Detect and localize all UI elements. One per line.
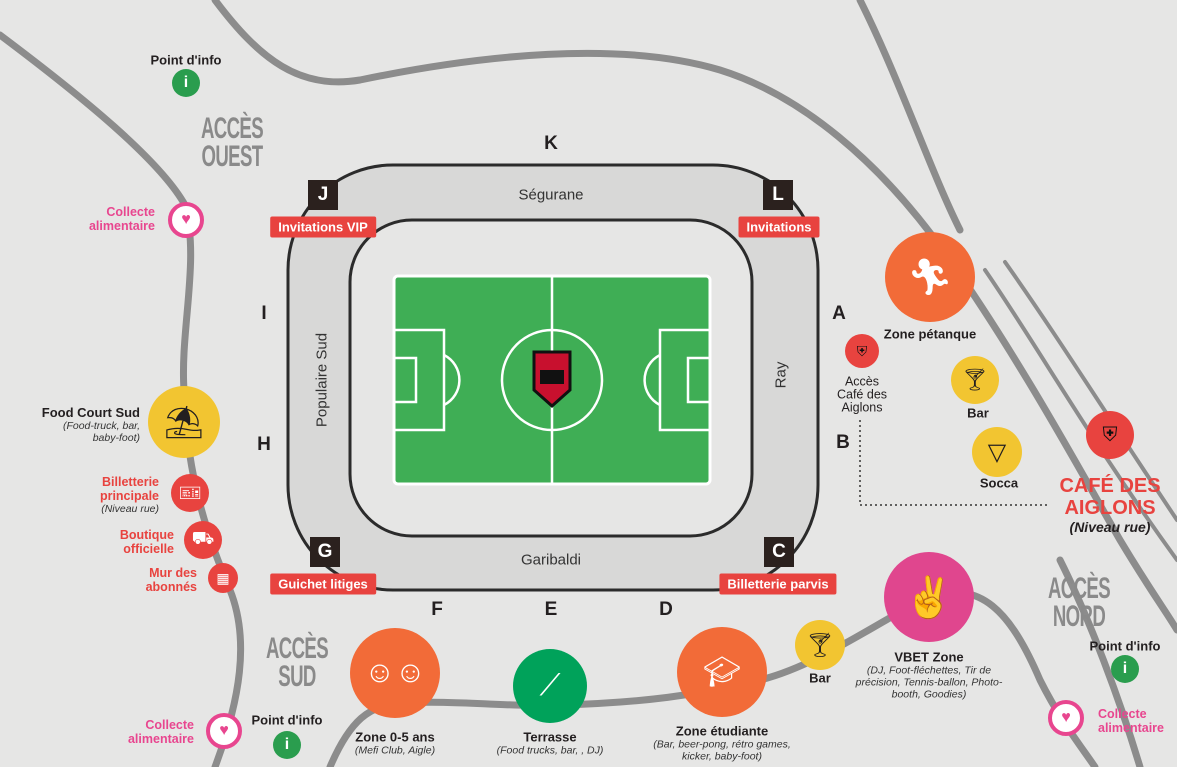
info-icon[interactable]: i [172,69,200,97]
gate-f: F [431,599,443,620]
label-invitations-vip: Invitations VIP [270,216,376,238]
terrasse-label: Terrasse(Food trucks, bar, , DJ) [496,729,604,757]
heart-hands-icon[interactable]: ♥ [168,202,204,238]
heart-hands-icon[interactable]: ♥ [1048,700,1084,736]
stand-ray: Ray [772,361,790,389]
gate-k: K [544,133,558,154]
club-crest-icon[interactable]: ⛨ [845,334,879,368]
heart-hands-icon[interactable]: ♥ [206,713,242,749]
graduation-cap-icon[interactable]: 🎓︎ [677,627,767,717]
road-nord [1056,556,1144,767]
label-invitations: Invitations [738,216,820,238]
info-top-label: Point d'info [150,52,222,68]
club-crest [532,350,572,409]
deck-chair-icon[interactable]: ⟋ [513,649,587,723]
club-crest-icon[interactable]: ⛨ [1086,411,1134,459]
zone05-label: Zone 0-5 ans(Mefi Club, Aigle) [354,729,436,757]
info-sud-label: Point d'info [251,712,323,728]
gate-j: J [308,180,338,210]
gate-e: E [544,599,558,620]
stand-populaire-sud: Populaire Sud [313,332,331,428]
label-guichet-litiges: Guichet litiges [270,573,376,595]
zone-etudiante-label: Zone étudiante(Bar, beer-pong, rétro gam… [653,723,791,763]
gate-c: C [764,537,794,567]
gate-b: B [836,432,850,453]
bar-sud-label: Bar [809,670,831,686]
ticket-icon[interactable]: 🎫︎ [171,474,209,512]
gate-i: I [261,303,267,324]
cocktail-icon[interactable]: 🍸︎ [951,356,999,404]
info-icon[interactable]: i [1111,655,1139,683]
label-billetterie-parvis: Billetterie parvis [719,573,837,595]
cafe-access-path [859,420,1050,506]
road-north [211,0,1177,634]
petanque-label: Zone pétanque [883,326,977,342]
info-nord-label: Point d'info [1089,638,1161,654]
gate-l: L [763,180,793,210]
cocktail-icon[interactable]: 🍸︎ [795,620,845,670]
shopping-bag-icon[interactable]: ⛟︎ [184,521,222,559]
socca-label: Socca [979,475,1019,491]
stand-garibaldi: Garibaldi [520,551,582,569]
victory-hand-icon[interactable]: ✌ [884,552,974,642]
road-east-a [983,268,1177,562]
food-truck-icon[interactable]: ⛱ [148,386,220,458]
children-icon[interactable]: ☺☺ [350,628,440,718]
gate-a: A [832,303,846,324]
petanque-player-icon[interactable]: 🏃︎ [885,232,975,322]
socca-slice-icon[interactable]: ▽ [972,427,1022,477]
road-east-b [1003,260,1177,522]
brick-wall-icon[interactable]: ▦ [208,563,238,593]
gate-h: H [257,434,271,455]
road-northeast [856,0,964,234]
gate-d: D [659,599,673,620]
gate-g: G [310,537,340,567]
food-court-label: Food Court Sud(Food-truck, bar,baby-foot… [41,405,140,444]
bar-est-label: Bar [967,405,989,421]
stand-segurane: Ségurane [518,186,584,204]
info-icon[interactable]: i [273,731,301,759]
